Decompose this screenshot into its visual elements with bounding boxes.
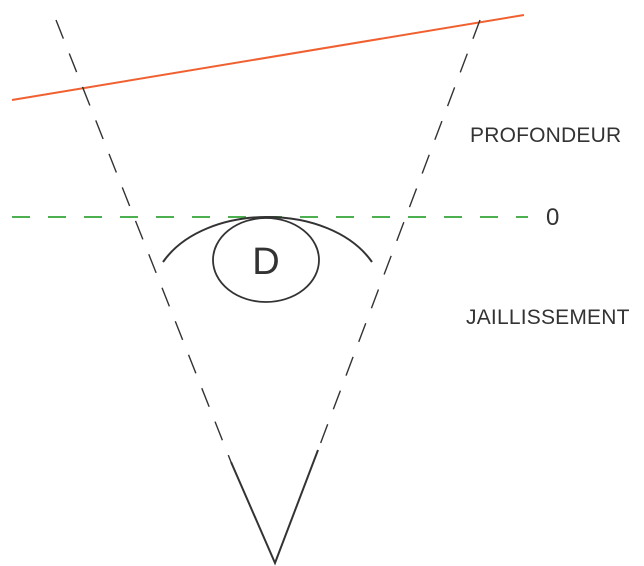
popout-label: JAILLISSEMENT (466, 306, 630, 329)
depth-label: PROFONDEUR (470, 124, 621, 147)
left-view-ray-dashed (56, 20, 231, 462)
viewer-label: D (252, 241, 279, 283)
far-plane-line (12, 15, 524, 100)
zero-label: 0 (546, 204, 559, 231)
viewer-vision-cone (231, 450, 318, 563)
